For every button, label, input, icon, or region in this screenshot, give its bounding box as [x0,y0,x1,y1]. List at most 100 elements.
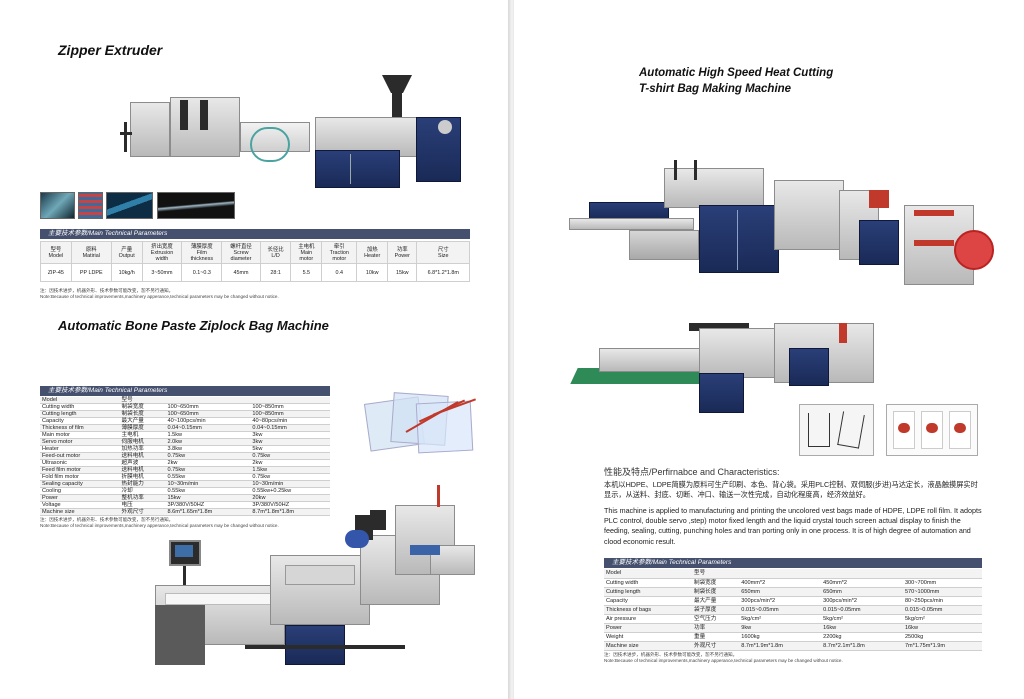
printed-tshirt-bag-thumb [886,404,978,456]
tshirt-spec-row-cell: 制袋长度 [691,587,740,597]
tshirt-spec-row-cell: 制袋宽度 [691,578,740,588]
zipper-cell: 6.8*1.2*1.8m [416,263,470,282]
bone-spec-row-cell: 10~30m/min [165,480,251,488]
bone-spec-row-cell: 伺服电机 [119,438,166,446]
tshirt-spec-row-cell: 袋子厚度 [691,605,740,615]
bone-spec-row-cell: 2.0kw [165,438,251,446]
plain-tshirt-bag-thumb [799,404,874,456]
bone-spec-row-cell: 100~650mm [165,403,251,411]
bone-spec-row-cell: 0.04~0.15mm [250,424,330,432]
bone-spec-row-cell: 0.55kw+0.25kw [250,487,330,495]
tshirt-spec-row-cell: Capacity [604,596,692,606]
bone-spec-header: 主要技术参数/Main Technical Parameters [40,386,330,396]
tshirt-spec-row-cell: 1600kg [739,632,822,642]
bone-spec-row-cell [165,397,251,404]
bone-spec-row-cell: 1.5kw [165,431,251,439]
zipper-spec-value-row: ZIP-45 PP LDPE 10kg/h 3~50mm 0.1~0.3 45m… [40,263,470,282]
tshirt-spec-row-cell: 5kg/cm² [821,614,903,624]
bone-spec-row-cell: 15kw [165,494,251,502]
tshirt-spec-row-cell: 400mm*2 [739,578,822,588]
zipper-spec-header: 主要技术参数/Main Technical Parameters [40,229,470,239]
bone-spec-row-cell: 型号 [119,397,166,404]
bone-spec-row-cell: 0.55kw [165,473,251,481]
zipper-cell: 10kw [356,263,389,282]
bone-spec-row-cell: 0.75kw [165,466,251,474]
bone-spec-row-cell: 20kw [250,494,330,502]
bone-spec-row-cell: Servo motor [40,438,120,446]
zipper-sample-thumb-1 [40,192,75,219]
zipper-cell: PP LDPE [70,263,112,282]
tshirt-spec-row-cell: 外观尺寸 [691,641,740,651]
tshirt-spec-row-cell: 80~250pcs/min [902,596,982,606]
bone-spec-row-cell: 3kw [250,431,330,439]
bone-spec-row-cell: 100~850mm [250,403,330,411]
zipper-note-en: Note:Because of technical improvements,m… [40,294,279,299]
zipper-cell: 28:1 [259,263,292,282]
zipper-extruder-image [120,72,465,192]
bone-spec-row-cell: 40~100pcs/min [165,417,251,425]
tshirt-spec-row-cell: Machine size [604,641,692,651]
bone-spec-row-cell: Main motor [40,431,120,439]
tshirt-note-en: Note:Because of technical improvements,m… [604,658,843,663]
tshirt-spec-row-cell: 最大产量 [691,596,740,606]
bone-spec-row-cell: 制袋长度 [119,410,166,418]
zipper-cell: ZIP-45 [40,263,72,282]
tshirt-spec-row-cell: 2500kg [902,632,982,642]
bone-spec-row-cell: Cooling [40,487,120,495]
bone-spec-row-cell: 薄膜厚度 [119,424,166,432]
bone-spec-row-cell: 整机功率 [119,494,166,502]
tshirt-spec-row-cell: 650mm [739,587,822,597]
features-paragraph-en: This machine is applied to manufacturing… [604,506,982,546]
left-page: Zipper Extruder 主要技术参数/Main Technical Pa… [0,0,510,699]
zipper-cell: 0.4 [321,263,358,282]
bone-spec-row-cell: 100~650mm [165,410,251,418]
tshirt-spec-row-cell: 8.7m*2.1m*1.8m [821,641,903,651]
tshirt-spec-row-cell: 5kg/cm² [902,614,982,624]
tshirt-title-line2: T-shirt Bag Making Machine [639,83,792,95]
tshirt-spec-row-cell: 2200kg [821,632,903,642]
bone-spec-row-cell: 主电机 [119,431,166,439]
tshirt-spec-row-cell: 型号 [691,569,740,579]
tshirt-spec-row-cell [739,569,822,579]
bone-spec-row-cell: 5kw [250,445,330,453]
bone-spec-row-cell: 最大产量 [119,417,166,425]
page-gutter [508,0,516,699]
tshirt-spec-row-cell: 300pcs/min*2 [821,596,903,606]
bone-spec-row-cell: 2kw [250,459,330,467]
bone-spec-row-cell: Cutting width [40,403,120,411]
bone-spec-row-cell: Machine size [40,508,120,516]
ziplock-bag-samples-image [362,388,482,460]
bone-spec-row-cell: 加热功率 [119,445,166,453]
tshirt-spec-row-cell: 300pcs/min*2 [739,596,822,606]
tshirt-spec-row-cell: 16kw [902,623,982,633]
bone-spec-row-cell: Power [40,494,120,502]
bone-spec-row-cell: 电压 [119,501,166,509]
bone-spec-row-cell: 热封能力 [119,480,166,488]
tshirt-spec-row-cell: Power [604,623,692,633]
bone-spec-row-cell: 折膜电机 [119,473,166,481]
bone-spec-row-cell: 0.55kw [165,487,251,495]
bone-spec-row-cell: 40~80pcs/min [250,417,330,425]
